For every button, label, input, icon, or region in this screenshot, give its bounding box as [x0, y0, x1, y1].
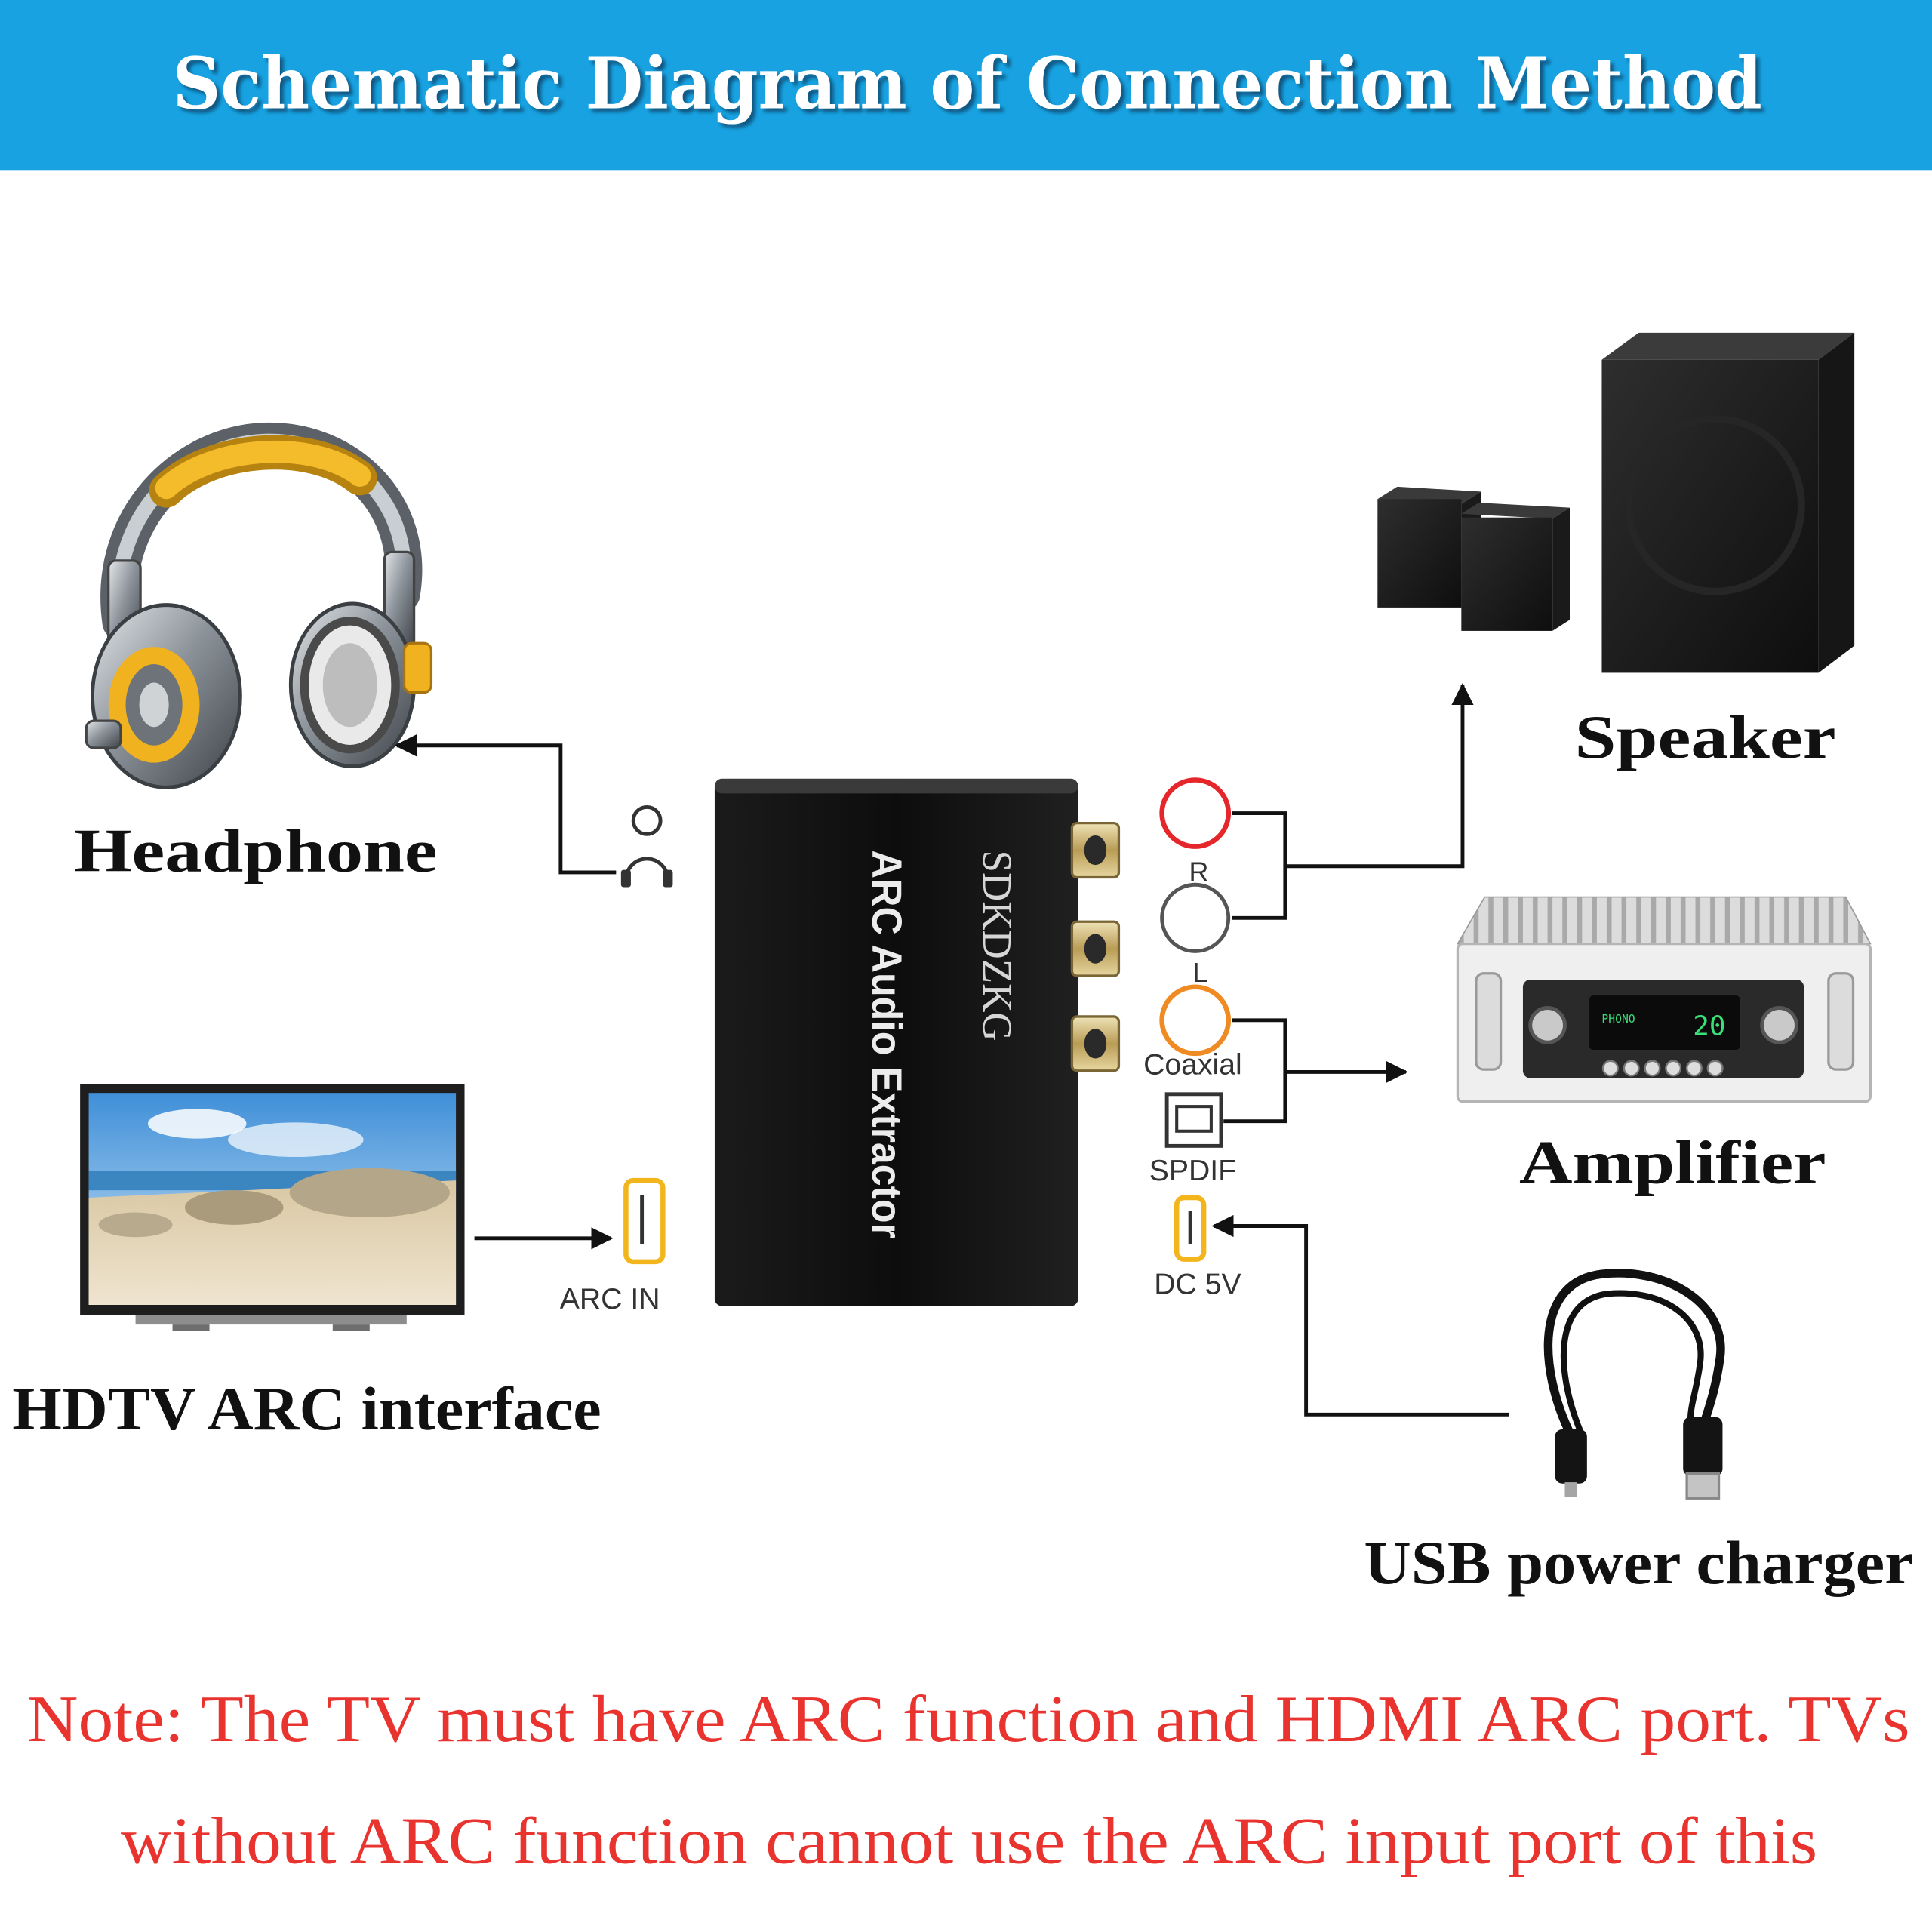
speaker-image: [1377, 333, 1854, 673]
port-arc-in-label: ARC IN: [560, 1283, 660, 1315]
port-dc-label: DC 5V: [1154, 1268, 1241, 1300]
extractor-brand: SDKDZKG: [974, 851, 1020, 1041]
note-line-1: Note: The TV must have ARC function and …: [27, 1682, 1910, 1756]
power-wire: [1214, 1226, 1509, 1414]
amplifier-label: Amplifier: [1519, 1128, 1826, 1196]
tv-label: HDTV ARC interface: [12, 1374, 601, 1443]
headphone-jack-icon: [621, 807, 673, 887]
port-spdif-label: SPDIF: [1149, 1155, 1236, 1187]
port-l-label: L: [1192, 957, 1208, 988]
dc-port-icon: [1177, 1198, 1204, 1260]
speaker-wire: [1285, 685, 1463, 866]
port-coaxial-label: Coaxial: [1143, 1049, 1242, 1081]
headphone-image: [86, 441, 431, 787]
headphone-label: Headphone: [74, 816, 438, 884]
page-title: Schematic Diagram of Connection Method: [173, 42, 1762, 126]
amplifier-display-mode: PHONO: [1601, 1013, 1635, 1026]
note-line-2: without ARC function cannot use the ARC …: [121, 1804, 1817, 1878]
usb-charger-label: USB power charger: [1364, 1528, 1913, 1597]
amplifier-image: [1457, 897, 1870, 1102]
spdif-icon: [1167, 1094, 1221, 1146]
rca-l-icon: [1162, 884, 1229, 951]
extractor-name: ARC Audio Extractor: [863, 851, 910, 1238]
extractor-device: [715, 779, 1119, 1306]
amplifier-display-value: 20: [1693, 1011, 1725, 1041]
hdmi-port-icon: [626, 1180, 663, 1262]
port-r-label: R: [1189, 856, 1209, 887]
tv-image: [80, 1084, 464, 1331]
rca-r-icon: [1162, 780, 1229, 846]
coaxial-icon: [1162, 987, 1229, 1054]
speaker-label: Speaker: [1575, 703, 1836, 771]
rl-bracket: [1232, 814, 1285, 918]
usb-cable-image: [1548, 1273, 1722, 1498]
